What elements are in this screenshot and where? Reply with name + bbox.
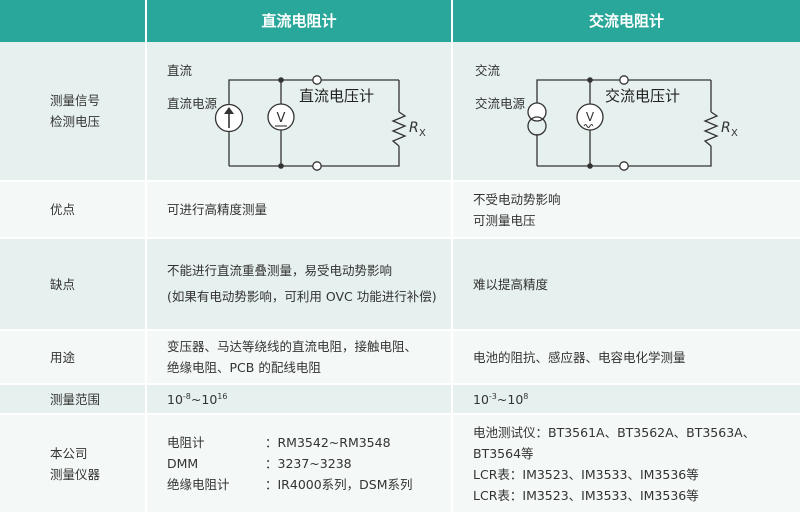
dc-instrument-value: ：IR4000系列，DSM系列 xyxy=(265,477,413,492)
ac-circuit-cell: 交流 交流电源 xyxy=(453,42,800,182)
row-label-signal: 测量信号 检测电压 xyxy=(0,42,147,182)
junction-dot-icon xyxy=(278,163,284,169)
ac-type-label: 交流 xyxy=(475,63,501,78)
dc-meter-label: 直流电压计 xyxy=(299,87,374,105)
ac-disadvantage: 难以提高精度 xyxy=(453,239,800,331)
header-dc-resistance-meter: 直流电阻计 xyxy=(147,0,453,42)
ac-instruments: 电池测试仪：BT3561A、BT3562A、BT3563A、BT3564等 LC… xyxy=(453,415,800,512)
dc-usage-line2: 绝缘电阻、PCB 的配线电阻 xyxy=(167,360,321,375)
terminal-circle-icon xyxy=(619,161,629,171)
terminal-circle-icon xyxy=(619,75,629,85)
dc-disadvantage: 不能进行直流重叠测量，易受电动势影响 (如果有电动势影响，可利用 OVC 功能进… xyxy=(147,239,453,331)
svg-text:V: V xyxy=(277,111,286,126)
ac-instrument-line: LCR表：IM3523、IM3533、IM3536等 xyxy=(473,466,699,482)
terminal-circle-icon xyxy=(312,75,322,85)
dc-wires xyxy=(228,79,400,167)
row-label-instruments: 本公司 测量仪器 xyxy=(0,415,147,512)
current-source-arrow-icon xyxy=(214,103,244,133)
junction-dot-icon xyxy=(587,77,593,83)
dc-circuit-diagram: 直流 直流电源 xyxy=(167,63,426,171)
ac-advantage-line1: 不受电动势影响 xyxy=(473,191,561,207)
dc-usage-line1: 变压器、马达等绕线的直流电阻，接触电阻、 xyxy=(167,339,418,354)
dc-source-label: 直流电源 xyxy=(167,96,218,111)
ac-source-label: 交流电源 xyxy=(475,96,526,111)
dc-rx-subscript: X xyxy=(419,128,426,139)
terminal-circle-icon xyxy=(312,161,322,171)
svg-text:V: V xyxy=(586,110,595,124)
junction-dot-icon xyxy=(278,77,284,83)
dc-instrument-key: DMM xyxy=(167,456,199,471)
dc-rx-label: R xyxy=(409,120,419,136)
dc-instrument-value: ：3237~3238 xyxy=(265,456,352,471)
ac-rx-subscript: X xyxy=(731,128,738,139)
dc-instrument-key: 绝缘电阻计 xyxy=(167,477,230,492)
dc-disadvantage-line2: (如果有电动势影响，可利用 OVC 功能进行补偿) xyxy=(167,289,437,304)
row-label-advantage: 优点 xyxy=(0,182,147,239)
resistor-icon xyxy=(391,111,407,147)
ac-circuit-diagram: 交流 交流电源 xyxy=(475,63,738,171)
row-label-disadvantage: 缺点 xyxy=(0,239,147,331)
label-signal-line1: 测量信号 xyxy=(50,93,101,108)
dc-disadvantage-line1: 不能进行直流重叠测量，易受电动势影响 xyxy=(167,263,393,278)
dc-instrument-value: ：RM3542~RM3548 xyxy=(265,435,391,450)
header-ac-resistance-meter: 交流电阻计 xyxy=(453,0,800,42)
ac-range: 10-3~108 xyxy=(453,385,800,415)
ac-advantage: 不受电动势影响 可测量电压 xyxy=(453,182,800,239)
dc-advantage: 可进行高精度测量 xyxy=(147,182,453,239)
row-label-usage: 用途 xyxy=(0,331,147,385)
ac-instrument-line: LCR表：IM3523、IM3533、IM3536等 xyxy=(473,487,699,503)
dc-circuit-cell: 直流 直流电源 xyxy=(147,42,453,182)
ac-advantage-line2: 可测量电压 xyxy=(473,212,536,228)
row-label-range: 测量范围 xyxy=(0,385,147,415)
ac-usage: 电池的阻抗、感应器、电容电化学测量 xyxy=(453,331,800,385)
ac-voltmeter-icon: V xyxy=(576,103,604,131)
dc-instruments: 电阻计 ：RM3542~RM3548 DMM ：3237~3238 绝缘电阻计 … xyxy=(147,415,453,512)
dc-type-label: 直流 xyxy=(167,63,193,78)
header-blank xyxy=(0,0,147,42)
dc-instrument-list: 电阻计 ：RM3542~RM3548 DMM ：3237~3238 绝缘电阻计 … xyxy=(167,432,451,495)
resistor-icon xyxy=(703,111,719,147)
label-instruments-line1: 本公司 xyxy=(50,445,88,461)
dc-range: 10-8~1016 xyxy=(147,385,453,415)
dc-usage: 变压器、马达等绕线的直流电阻，接触电阻、 绝缘电阻、PCB 的配线电阻 xyxy=(147,331,453,385)
ac-wires xyxy=(536,79,712,167)
dc-voltmeter-icon: V xyxy=(267,103,295,131)
junction-dot-icon xyxy=(587,163,593,169)
label-signal-line2: 检测电压 xyxy=(50,114,101,129)
label-instruments-line2: 测量仪器 xyxy=(50,466,101,482)
dc-instrument-key: 电阻计 xyxy=(167,435,205,450)
ac-rx-label: R xyxy=(721,120,731,136)
ac-meter-label: 交流电压计 xyxy=(605,87,680,105)
ac-source-icon xyxy=(527,102,547,136)
ac-instrument-line: 电池测试仪：BT3561A、BT3562A、BT3563A、BT3564等 xyxy=(473,424,756,461)
